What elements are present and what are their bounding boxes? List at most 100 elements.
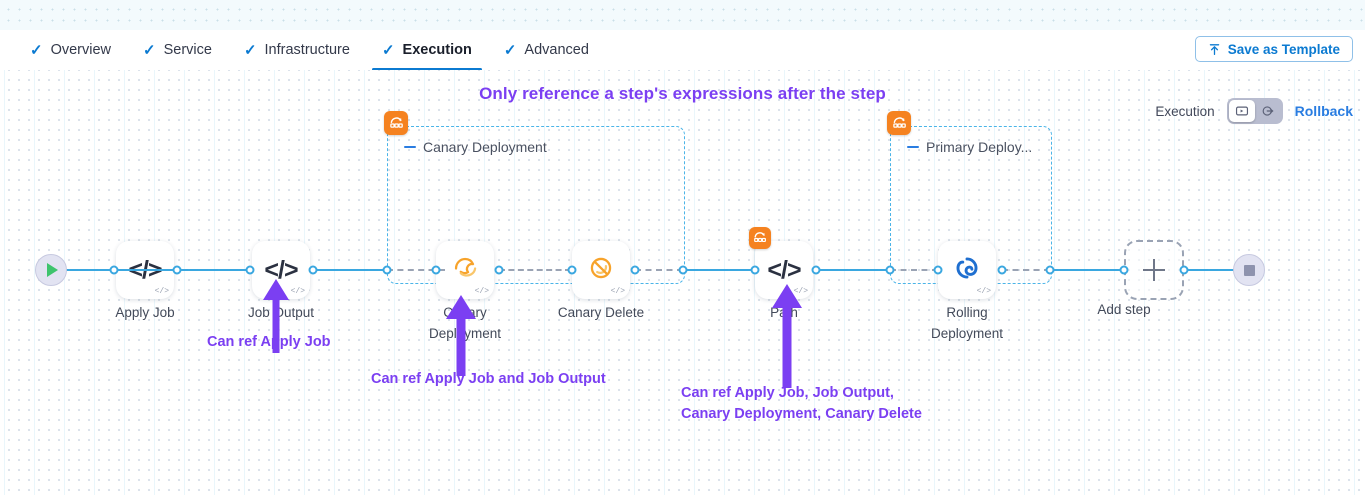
- execution-view-icon[interactable]: [1228, 100, 1255, 122]
- check-icon: ✓: [30, 41, 43, 59]
- save-as-template-label: Save as Template: [1227, 41, 1340, 57]
- step-type-icon: </>: [290, 287, 305, 296]
- link-path-primarygroup: [816, 269, 890, 271]
- code-icon: </>: [767, 255, 801, 284]
- check-icon: ✓: [503, 41, 517, 59]
- step-type-icon: </>: [610, 287, 625, 296]
- link-canarydelete-groupout: [635, 269, 683, 271]
- step-node-canary-delete[interactable]: </> Canary Delete: [558, 241, 644, 320]
- rollback-view-icon[interactable]: [1255, 100, 1281, 122]
- canvas-heading: Only reference a step's expressions afte…: [479, 84, 886, 103]
- link-start-applyjob: [51, 269, 114, 271]
- tab-label: Overview: [50, 42, 112, 58]
- port[interactable]: [172, 265, 182, 275]
- port[interactable]: [1119, 265, 1129, 275]
- step-card[interactable]: </>: [938, 241, 996, 299]
- group-title-label: Primary Deploy...: [926, 139, 1033, 155]
- step-card[interactable]: </>: [436, 241, 494, 299]
- add-step-button[interactable]: [1124, 240, 1184, 300]
- pipeline-tab-bar: ✓ Overview ✓ Service ✓ Infrastructure ✓ …: [0, 30, 1365, 71]
- top-grid-strip: [0, 0, 1365, 30]
- tab-overview[interactable]: ✓ Overview: [14, 30, 127, 70]
- link-group-path: [683, 269, 755, 271]
- start-node[interactable]: [35, 254, 67, 286]
- step-group-icon: [749, 227, 771, 249]
- group-title-label: Canary Deployment: [423, 139, 547, 155]
- link-applyjob-joboutput: [114, 269, 250, 271]
- tab-list: ✓ Overview ✓ Service ✓ Infrastructure ✓ …: [0, 30, 605, 71]
- port[interactable]: [750, 265, 760, 275]
- play-icon: [47, 263, 58, 277]
- link-primarygroup-rolling: [890, 269, 938, 271]
- port[interactable]: [431, 265, 441, 275]
- code-icon: </>: [264, 255, 298, 284]
- port[interactable]: [1045, 265, 1055, 275]
- step-type-icon: </>: [154, 287, 169, 296]
- step-node-rolling-deployment[interactable]: </> Rolling Deployment: [931, 241, 1003, 341]
- link-joboutput-group: [313, 269, 387, 271]
- port[interactable]: [885, 265, 895, 275]
- group-title-canary: Canary Deployment: [404, 139, 547, 155]
- group-canary-deployment[interactable]: Canary Deployment: [384, 111, 685, 284]
- annotation-arrow-job-output: [263, 279, 289, 353]
- upload-icon: [1208, 43, 1221, 56]
- tab-label: Infrastructure: [264, 42, 350, 58]
- link-primarygroup-addstep: [1050, 269, 1124, 271]
- step-type-icon: </>: [793, 287, 808, 296]
- link-group-canarydeploy: [387, 269, 445, 271]
- port[interactable]: [245, 265, 255, 275]
- end-node[interactable]: [1233, 254, 1265, 286]
- annotation-path: Can ref Apply Job, Job Output, Canary De…: [681, 385, 922, 422]
- collapse-dash-icon[interactable]: [907, 146, 919, 148]
- pipeline-canvas[interactable]: Only reference a step's expressions afte…: [0, 70, 1365, 495]
- annotation-job-output: Can ref Apply Job: [207, 334, 331, 350]
- stop-icon: [1243, 264, 1255, 276]
- step-type-icon: </>: [976, 287, 991, 296]
- check-icon: ✓: [243, 41, 257, 59]
- step-group-icon: [384, 111, 408, 135]
- group-title-primary: Primary Deploy...: [907, 139, 1032, 155]
- link-rolling-groupout: [1002, 269, 1050, 271]
- step-label: Apply Job: [115, 305, 175, 320]
- port[interactable]: [109, 265, 119, 275]
- execution-label: Execution: [1155, 103, 1215, 119]
- tab-label: Advanced: [524, 42, 589, 58]
- step-card[interactable]: </>: [572, 241, 630, 299]
- collapse-dash-icon[interactable]: [404, 146, 416, 148]
- tab-execution[interactable]: ✓ Execution: [366, 30, 488, 71]
- port[interactable]: [382, 265, 392, 275]
- save-as-template-button[interactable]: Save as Template: [1194, 36, 1353, 62]
- port[interactable]: [494, 265, 504, 275]
- port[interactable]: [811, 265, 821, 275]
- link-canarydeploy-canarydelete: [499, 269, 571, 271]
- plus-icon: [1143, 259, 1165, 281]
- port[interactable]: [308, 265, 318, 275]
- tab-service[interactable]: ✓ Service: [127, 30, 228, 70]
- pipeline-lane: Canary Deployment Primary Deploy...: [0, 70, 1365, 495]
- check-icon: ✓: [143, 41, 156, 59]
- canary-bird-icon: [448, 251, 482, 290]
- step-type-icon: </>: [474, 287, 489, 296]
- canary-bird-delete-icon: [584, 251, 618, 290]
- port[interactable]: [997, 265, 1007, 275]
- annotation-arrow-canary-deployment: [446, 295, 476, 376]
- annotation-canary-deployment: Can ref Apply Job and Job Output: [371, 371, 606, 387]
- rollback-link[interactable]: Rollback: [1294, 103, 1353, 119]
- add-step-label: Add step: [1097, 302, 1151, 317]
- execution-view-controls: Execution Rollback: [1155, 98, 1353, 124]
- port[interactable]: [678, 265, 688, 275]
- check-icon: ✓: [381, 41, 395, 59]
- tab-infrastructure[interactable]: ✓ Infrastructure: [228, 30, 366, 70]
- link-addstep-end: [1184, 269, 1249, 271]
- step-label: Rolling Deployment: [930, 305, 1004, 341]
- port[interactable]: [630, 265, 640, 275]
- port[interactable]: [933, 265, 943, 275]
- port[interactable]: [567, 265, 577, 275]
- rolling-deployment-icon: [951, 252, 983, 289]
- step-label: Canary Delete: [557, 305, 645, 320]
- step-group-icon: [887, 111, 911, 135]
- execution-rollback-toggle[interactable]: [1226, 98, 1283, 124]
- tab-label: Execution: [402, 42, 472, 58]
- tab-advanced[interactable]: ✓ Advanced: [488, 30, 605, 70]
- port[interactable]: [1179, 265, 1189, 275]
